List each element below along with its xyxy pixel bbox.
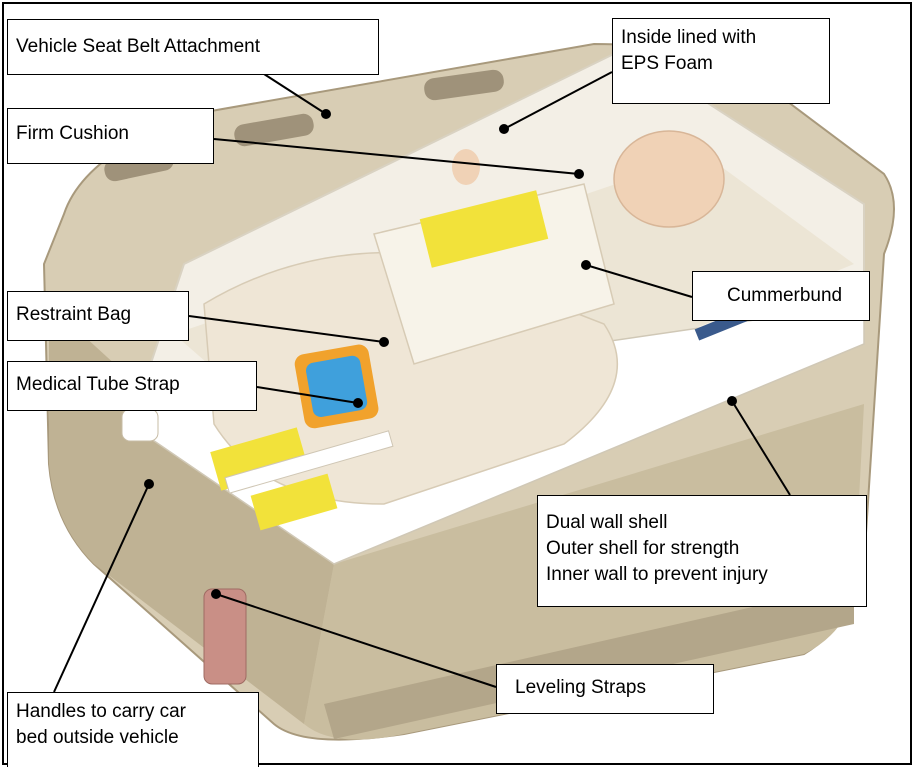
dot-cummerbund (581, 260, 591, 270)
callout-restraint-bag-text: Restraint Bag (16, 304, 131, 325)
callout-firm-cushion: Firm Cushion (7, 108, 214, 164)
callout-eps-foam-line1: Inside lined with (621, 25, 821, 51)
dot-eps-foam (499, 124, 509, 134)
callout-seat-belt: Vehicle Seat Belt Attachment (7, 19, 379, 75)
callout-restraint-bag: Restraint Bag (7, 291, 189, 341)
callout-medical-tube: Medical Tube Strap (7, 361, 257, 411)
dot-restraint-bag (379, 337, 389, 347)
callout-dual-wall-line3: Inner wall to prevent injury (546, 562, 858, 588)
baby-hand (452, 149, 480, 185)
callout-handles: Handles to carry car bed outside vehicle (7, 692, 259, 767)
callout-firm-cushion-text: Firm Cushion (16, 123, 129, 144)
dot-leveling (211, 589, 221, 599)
dot-firm-cushion (574, 169, 584, 179)
callout-handles-line1: Handles to carry car (16, 699, 250, 725)
callout-cummerbund-text: Cummerbund (727, 285, 842, 306)
callout-leveling: Leveling Straps (496, 664, 714, 714)
callout-dual-wall: Dual wall shell Outer shell for strength… (537, 495, 867, 607)
dot-seat-belt (321, 109, 331, 119)
callout-leveling-text: Leveling Straps (515, 677, 646, 698)
callout-eps-foam-line2: EPS Foam (621, 51, 821, 77)
callout-medical-tube-text: Medical Tube Strap (16, 374, 180, 395)
dot-handles (144, 479, 154, 489)
callout-cummerbund: Cummerbund (692, 271, 870, 321)
baby-head (614, 131, 724, 227)
callout-handles-line2: bed outside vehicle (16, 725, 250, 751)
callout-seat-belt-text: Vehicle Seat Belt Attachment (16, 36, 260, 57)
toy-inner (305, 355, 369, 419)
callout-dual-wall-line2: Outer shell for strength (546, 536, 858, 562)
callout-dual-wall-line1: Dual wall shell (546, 510, 858, 536)
leveling-strap (204, 589, 246, 684)
dot-medical-tube (353, 398, 363, 408)
dot-dual-wall (727, 396, 737, 406)
callout-eps-foam: Inside lined with EPS Foam (612, 18, 830, 104)
handle-end (122, 409, 158, 441)
